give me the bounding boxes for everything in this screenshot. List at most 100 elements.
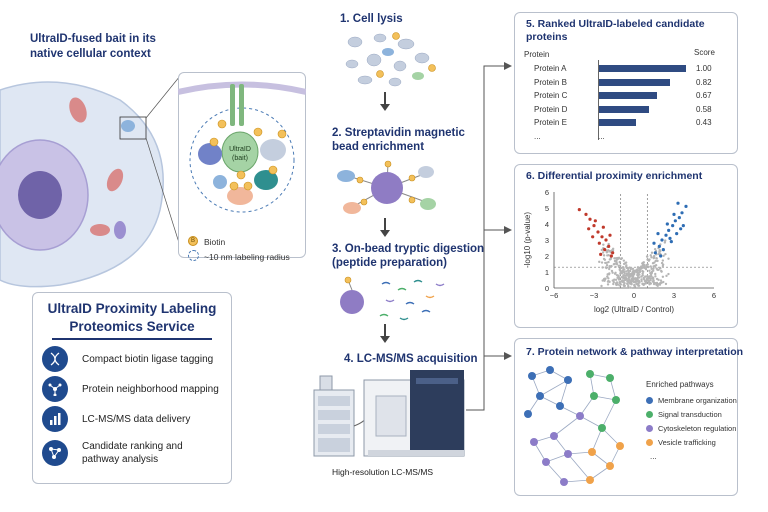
network-icon <box>42 376 68 402</box>
data-point-ns <box>634 278 637 281</box>
panel-network <box>514 338 738 496</box>
data-point-ns <box>601 266 604 269</box>
data-point-down <box>577 208 581 212</box>
pathway-signal: Signal transduction <box>646 410 722 419</box>
x-tick-label: 0 <box>632 291 636 300</box>
pathway-cytoskeleton: Cytoskeleton regulation <box>646 424 736 433</box>
x-tick-label: −3 <box>590 291 599 300</box>
data-point-ns <box>649 254 652 257</box>
protein-name: Protein B <box>534 77 567 87</box>
data-point-ns <box>600 261 604 264</box>
data-point-ns <box>645 279 648 282</box>
data-point-ns <box>637 284 641 287</box>
data-point-up <box>659 254 663 258</box>
data-point-ns <box>602 243 605 246</box>
bead-drawing <box>337 160 436 214</box>
data-point-ns <box>613 262 616 266</box>
service-item-ranking: Candidate ranking and pathway analysis <box>42 440 202 466</box>
data-point-ns <box>621 265 625 269</box>
data-point-ns <box>620 276 623 279</box>
data-point-ns <box>654 275 657 278</box>
pathway-dot <box>646 439 653 446</box>
data-point-ns <box>647 265 650 269</box>
legend-radius: ~10 nm labeling radius <box>204 252 290 262</box>
data-point-down <box>596 230 600 234</box>
data-point-ns <box>627 278 630 282</box>
data-point-ns <box>653 261 656 264</box>
data-point-up <box>665 222 669 226</box>
data-point-ns <box>641 266 644 269</box>
data-point-ns <box>637 273 640 277</box>
data-point-ns <box>644 267 648 270</box>
data-point-ns <box>618 264 622 267</box>
data-point-down <box>611 251 615 255</box>
bait-label: UltraID (bait) <box>229 146 251 162</box>
arrow-down-icon <box>384 324 386 338</box>
data-point-ns <box>606 249 609 252</box>
arrow-down-icon <box>380 336 390 343</box>
protein-name: Protein E <box>534 118 567 127</box>
data-point-down <box>599 252 603 256</box>
pathway-dot <box>646 411 653 418</box>
data-point-ns <box>613 278 616 281</box>
data-point-ns <box>662 254 665 258</box>
col-protein-header: Protein <box>524 50 550 59</box>
x-tick-label: 6 <box>712 291 716 300</box>
data-point-ns <box>625 264 628 267</box>
data-point-ns <box>613 257 616 260</box>
pathway-dot <box>646 425 653 432</box>
nodes-icon <box>42 440 68 466</box>
data-point-down <box>603 248 607 252</box>
data-point-ns <box>625 266 629 270</box>
service-item-label: Candidate ranking and pathway analysis <box>82 441 183 465</box>
data-point-ns <box>610 269 614 273</box>
data-point-up <box>661 248 665 252</box>
arrow-down-icon <box>380 104 390 111</box>
data-point-ns <box>653 264 656 268</box>
data-point-ns <box>610 264 613 268</box>
data-point-up <box>664 233 668 237</box>
data-point-ns <box>637 279 640 282</box>
data-point-ns <box>627 284 630 288</box>
data-point-down <box>604 238 608 242</box>
col-score-header: Score <box>694 48 715 57</box>
data-point-ns <box>641 282 644 285</box>
lysate-drawing <box>345 32 436 87</box>
data-point-ns <box>603 258 607 261</box>
data-point-ns <box>667 257 670 260</box>
data-point-ns <box>655 283 658 287</box>
data-point-up <box>667 228 671 232</box>
data-point-ns <box>607 242 610 246</box>
data-point-ns <box>641 270 645 274</box>
data-point-ns <box>649 282 653 285</box>
data-point-ns <box>652 254 656 258</box>
data-point-ns <box>603 279 606 282</box>
x-tick-label: 3 <box>672 291 676 300</box>
data-point-ns <box>653 247 657 251</box>
data-point-down <box>600 235 604 239</box>
data-point-ns <box>612 282 615 286</box>
step-4-title: 4. LC-MS/MS acquisition <box>344 353 478 365</box>
data-point-ns <box>620 257 624 260</box>
data-point-up <box>673 219 677 223</box>
y-tick-label: 1 <box>545 268 549 277</box>
data-point-ns <box>619 280 623 283</box>
data-point-ns <box>646 263 649 266</box>
data-point-ns <box>598 260 601 264</box>
data-point-ns <box>650 267 653 271</box>
data-point-ns <box>659 279 663 282</box>
data-point-up <box>660 238 664 242</box>
data-point-ns <box>651 277 654 280</box>
data-point-down <box>591 235 595 239</box>
data-point-ns <box>652 267 655 270</box>
data-point-ns <box>641 274 644 277</box>
data-point-ns <box>642 261 645 264</box>
step-3-title: 3. On-bead tryptic digestion (peptide pr… <box>332 243 485 269</box>
score-value: 0.82 <box>696 77 712 87</box>
score-bar <box>598 78 671 86</box>
data-point-ns <box>656 259 659 263</box>
data-point-ns <box>608 272 611 275</box>
score-bar <box>598 65 686 72</box>
data-point-ns <box>633 285 637 288</box>
pathway-dot <box>646 397 653 404</box>
